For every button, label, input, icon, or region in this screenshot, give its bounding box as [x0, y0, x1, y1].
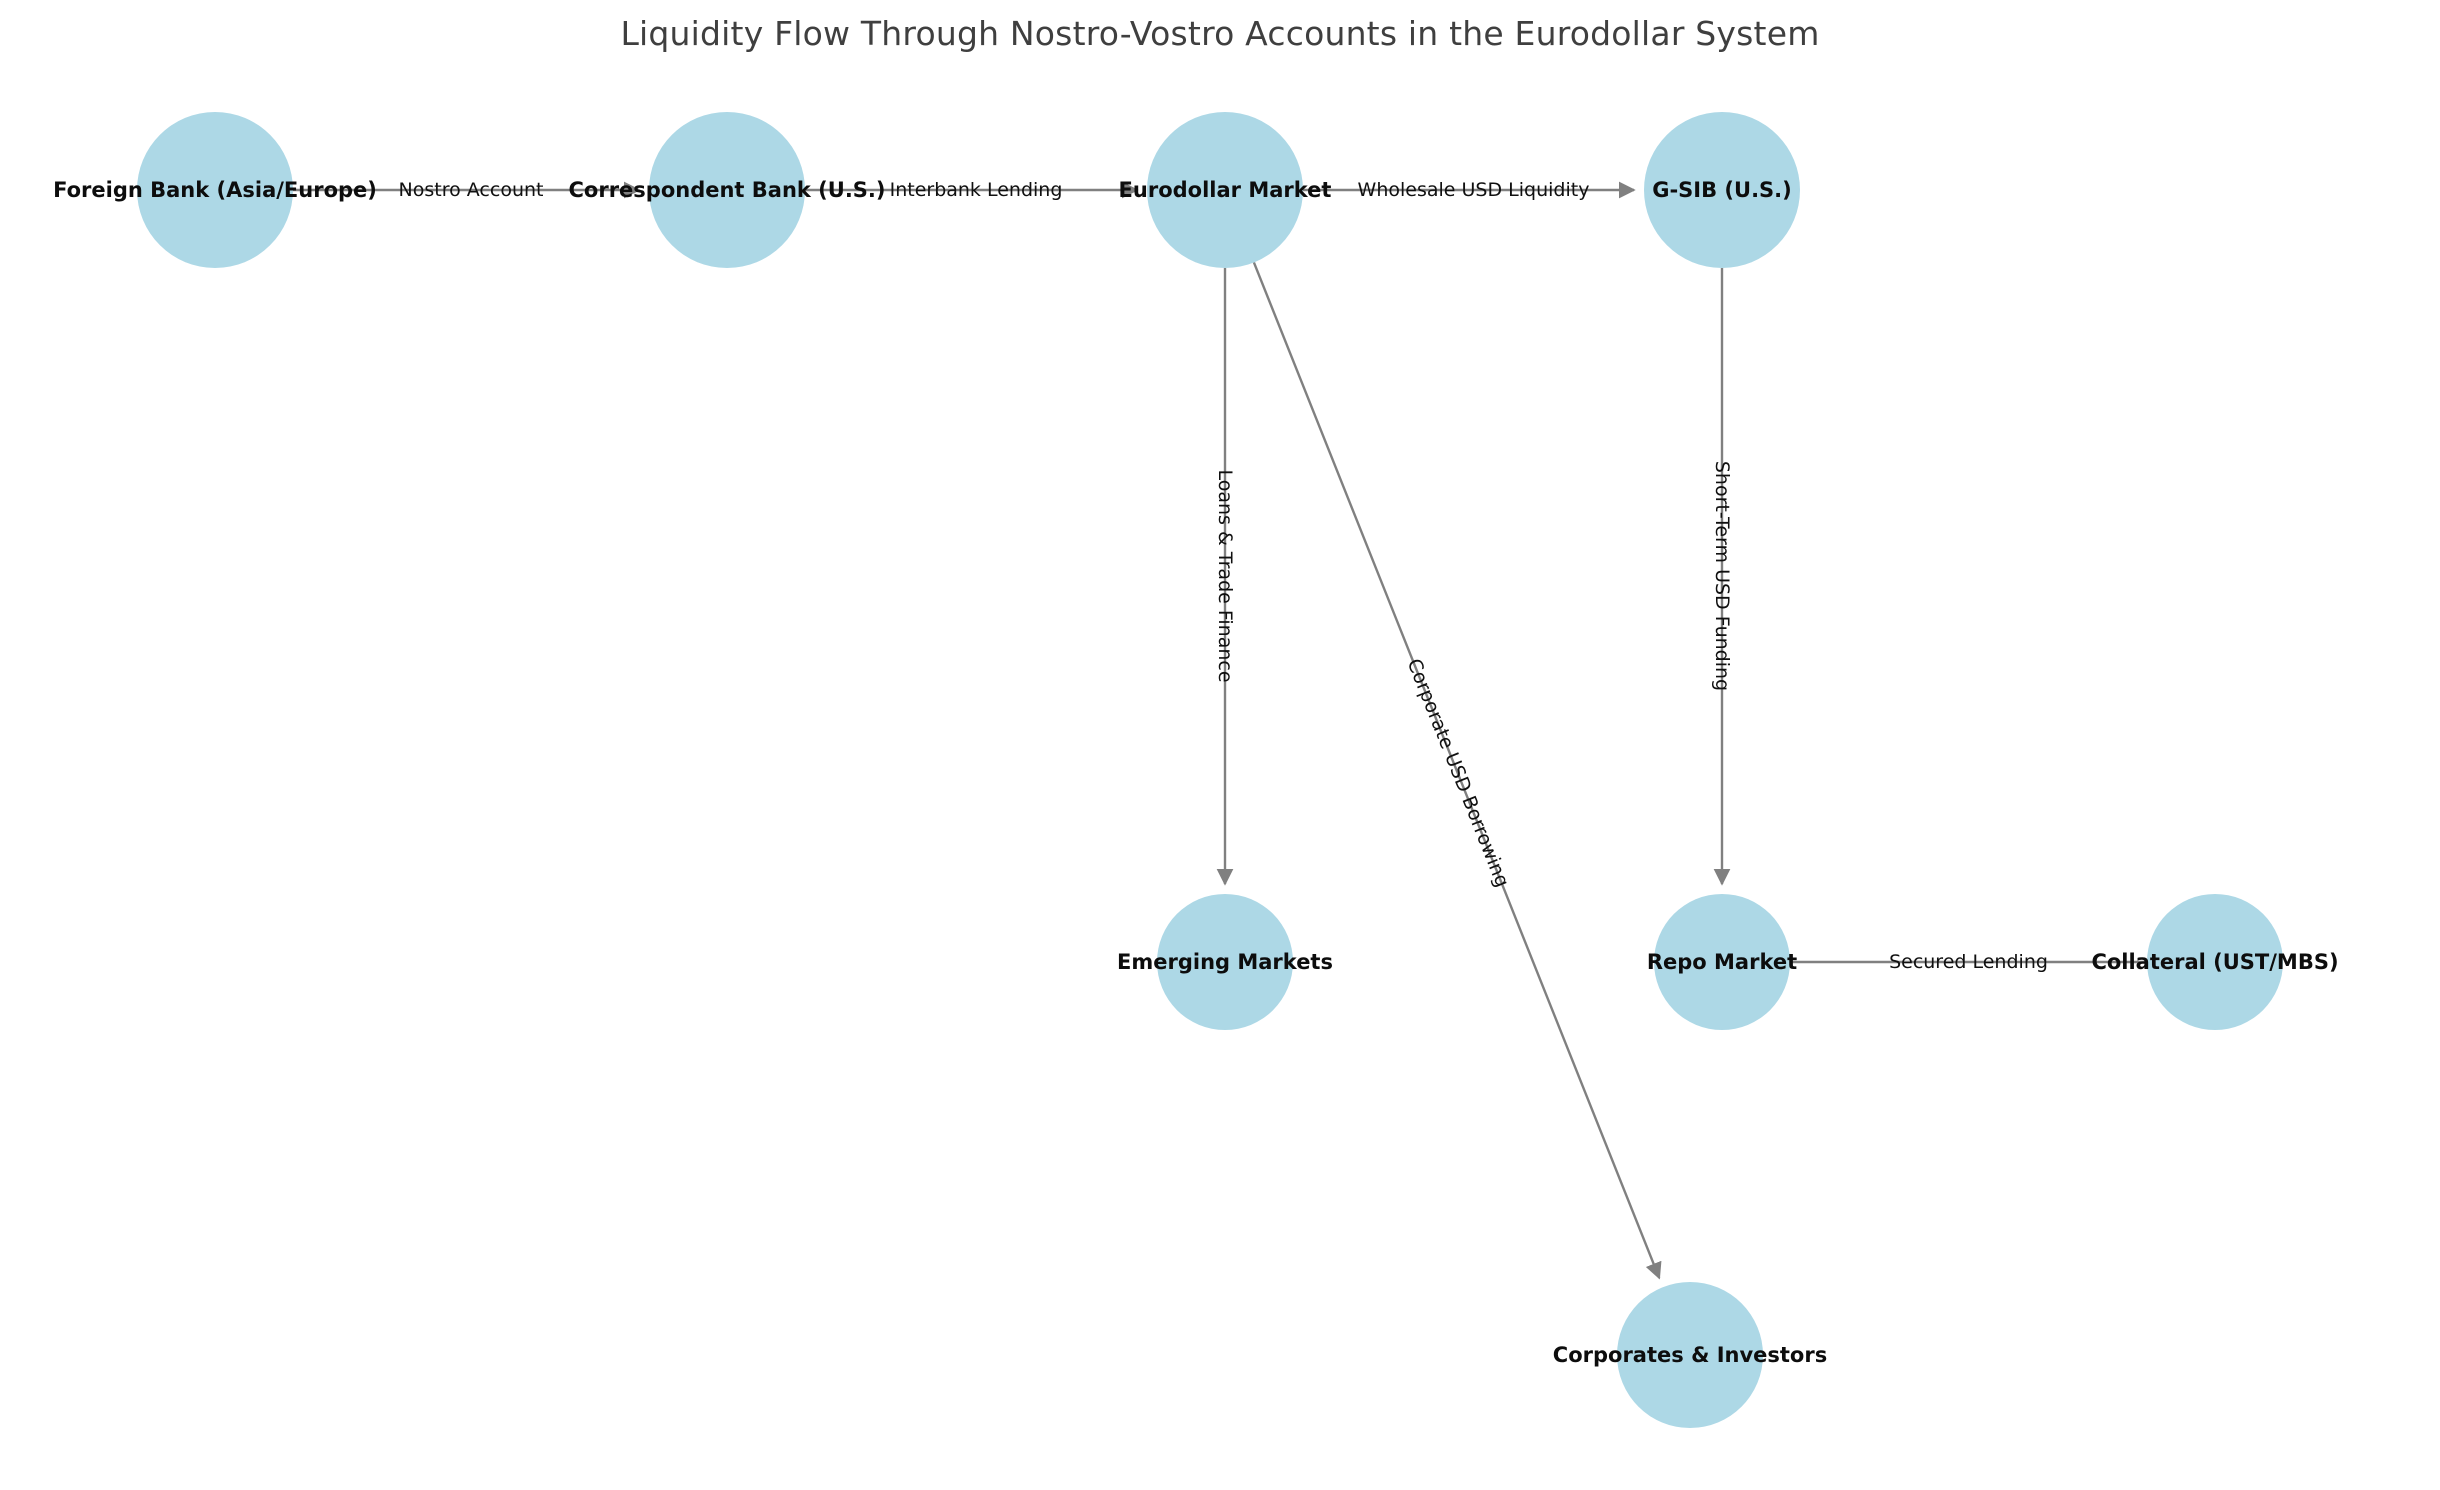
- edges-layer: [293, 181, 2147, 1280]
- graph-node-eurodollar[interactable]: [1147, 112, 1303, 268]
- graph-node-corporates[interactable]: [1617, 1282, 1763, 1428]
- graph-node-gsib[interactable]: [1644, 112, 1800, 268]
- graph-node-repo[interactable]: [1654, 894, 1790, 1030]
- graph-node-correspondent[interactable]: [649, 112, 805, 268]
- graph-edge: [1252, 261, 1662, 1280]
- nodes-layer: [137, 112, 2283, 1428]
- graph-node-emerging[interactable]: [1157, 894, 1293, 1030]
- page-title: Liquidity Flow Through Nostro-Vostro Acc…: [620, 14, 1820, 53]
- graph-node-collateral[interactable]: [2147, 894, 2283, 1030]
- graph-node-foreign_bank[interactable]: [137, 112, 293, 268]
